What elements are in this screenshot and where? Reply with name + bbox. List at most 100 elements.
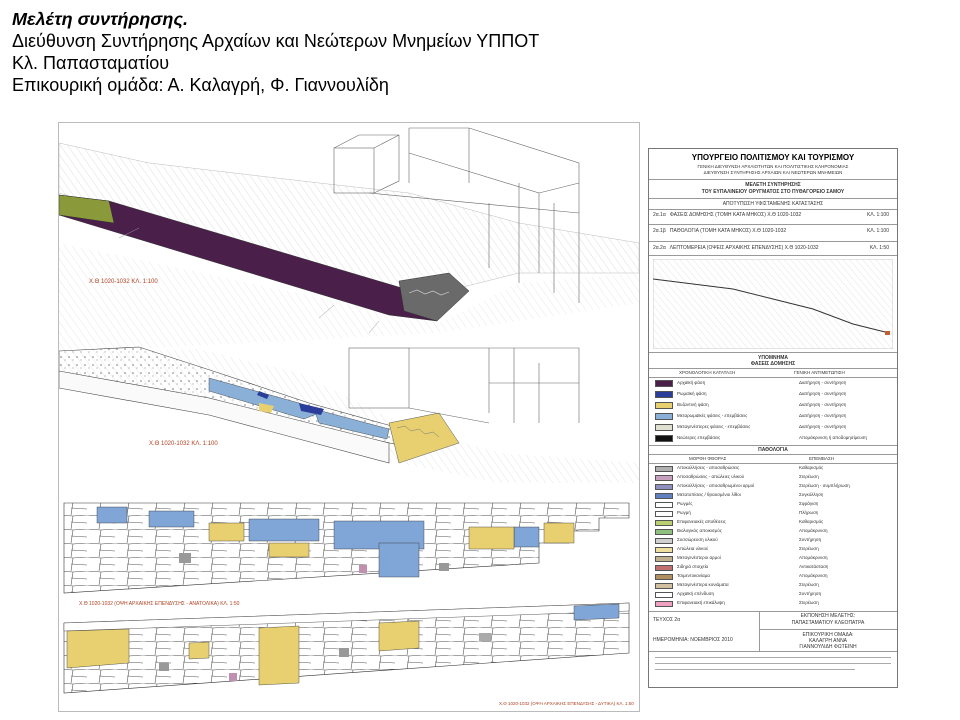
legend-title: ΥΠΟΜΝΗΜΑ bbox=[758, 355, 788, 361]
damage-intervention: Σφράγιση bbox=[799, 501, 819, 506]
sheet-row-1: 2α.1α ΦΑΣΕΙΣ ΔΟΜΗΣΗΣ (ΤΟΜΗ ΚΑΤΑ ΜΗΚΟΣ) Χ… bbox=[653, 212, 889, 218]
slide-subtitle-directorate: Διεύθυνση Συντήρησης Αρχαίων και Νεώτερω… bbox=[12, 31, 540, 51]
phase-label: Μεταγενέστερες φάσεις - επεμβάσεις bbox=[677, 424, 751, 429]
damage-swatch bbox=[655, 547, 673, 553]
damage-intervention: Στερέωση - συμπλήρωση bbox=[799, 483, 850, 488]
damage-label: Αποκολλήσεις - αποσαθρωμένοι αρμοί bbox=[677, 483, 755, 488]
damage-intervention: Συγκόλληση bbox=[799, 492, 824, 497]
damage-swatch bbox=[655, 538, 673, 544]
slide-subtitle-team: Επικουρική ομάδα: Α. Καλαγρή, Φ. Γιαννου… bbox=[12, 75, 389, 95]
damage-swatch bbox=[655, 592, 673, 598]
key-plan bbox=[653, 259, 893, 349]
label-east-elevation: Χ.Θ 1020-1032 (ΟΨΗ ΑΡΧΑΙΚΗΣ ΕΠΕΝΔΥΣΗΣ - … bbox=[79, 601, 240, 607]
phase-label: Νεώτερες επεμβάσεις bbox=[677, 435, 721, 440]
damage-intervention: Απομάκρυνση bbox=[799, 573, 828, 578]
sheet-row-2: 2α.1β ΠΑΘΟΛΟΓΙΑ (ΤΟΜΗ ΚΑΤΑ ΜΗΚΟΣ) Χ.Θ 10… bbox=[653, 228, 889, 234]
damage-swatch bbox=[655, 583, 673, 589]
damage-swatch bbox=[655, 574, 673, 580]
damage-intervention: Απομάκρυνση bbox=[799, 528, 828, 533]
damage-label: Ρωγμές bbox=[677, 501, 693, 506]
damage-label: Απώλεια υλικού bbox=[677, 546, 709, 551]
damage-label: Αποκολλήσεις - αποσαθρώσεις bbox=[677, 465, 740, 470]
damage-label: Ρωγμή bbox=[677, 510, 691, 515]
slide-title: Μελέτη συντήρησης. bbox=[12, 9, 188, 29]
damage-intervention: Καθαρισμός bbox=[799, 465, 824, 470]
phase-action: Απομάκρυνση ή αποδομησίμευση bbox=[799, 435, 867, 440]
drawing-sheet: Χ.Θ 1020-1032 ΚΛ. 1:100 Χ.Θ 1020-1032 Κ bbox=[58, 122, 640, 712]
damage-intervention: Συντήρηση bbox=[799, 537, 822, 542]
pathology-title: ΠΑΘΟΛΟΓΙΑ bbox=[758, 447, 788, 453]
damage-label: Μεταγενέστερα κονιάματα bbox=[677, 582, 729, 587]
damage-swatch bbox=[655, 565, 673, 571]
damage-label: Αρχαϊκή επένδυση bbox=[677, 591, 715, 596]
damage-intervention: Απομάκρυνση bbox=[799, 555, 828, 560]
col-chrono: ΧΡΟΝΟΛΟΓΙΚΗ ΚΑΤΑΤΑΞΗ bbox=[679, 370, 736, 375]
phases-title: ΦΑΣΕΙΣ ΔΟΜΗΣΗΣ bbox=[750, 361, 796, 367]
col-damage: ΜΟΡΦΗ ΦΘΟΡΑΣ bbox=[689, 456, 727, 461]
damage-label: Επιφανειακές αποθέσεις bbox=[677, 519, 726, 524]
section-phases-drawing: Χ.Θ 1020-1032 ΚΛ. 1:100 bbox=[58, 127, 640, 353]
damage-intervention: Στερέωση bbox=[799, 546, 819, 551]
damage-intervention: Καθαρισμός bbox=[799, 519, 824, 524]
phase-label: Βυζαντινή φάση bbox=[677, 402, 709, 407]
damage-intervention: Στερέωση bbox=[799, 582, 819, 587]
damage-swatch bbox=[655, 484, 673, 490]
elevation-east-drawing: Χ.Θ 1020-1032 (ΟΨΗ ΑΡΧΑΙΚΗΣ ΕΠΕΝΔΥΣΗΣ - … bbox=[63, 502, 630, 607]
label-phases-scale: Χ.Θ 1020-1032 ΚΛ. 1:100 bbox=[89, 279, 158, 285]
damage-label: Τσιμεντοκονίαμα bbox=[677, 573, 710, 578]
team-box: ΕΠΙΚΟΥΡΙΚΗ ΟΜΑΔΑ: ΚΑΛΑΓΡΗ ΑΝΝΑ ΓΙΑΝΝΟΥΛΙ… bbox=[799, 632, 857, 650]
phase-swatch bbox=[655, 391, 673, 398]
damage-swatch bbox=[655, 601, 673, 607]
phase-action: Διατήρηση - συντήρηση bbox=[799, 380, 847, 385]
panel-survey: ΑΠΟΤΥΠΩΣΗ ΥΦΙΣΤΑΜΕΝΗΣ ΚΑΤΑΣΤΑΣΗΣ bbox=[722, 201, 824, 207]
label-pathology-scale: Χ.Θ 1020-1032 ΚΛ. 1:100 bbox=[149, 441, 218, 447]
damage-label: Αποσαθρώσεις - απώλειες υλικού bbox=[677, 474, 745, 479]
phase-swatch bbox=[655, 424, 673, 431]
phase-swatch bbox=[655, 380, 673, 387]
panel-study-1: ΜΕΛΕΤΗ ΣΥΝΤΗΡΗΣΗΣ bbox=[745, 182, 801, 188]
phase-action: Διατήρηση - συντήρηση bbox=[799, 424, 847, 429]
panel-dept-2: ΔΙΕΥΘΥΝΣΗ ΣΥΝΤΗΡΗΣΗΣ ΑΡΧΑΙΩΝ ΚΑΙ ΝΕΩΤΕΡΩ… bbox=[703, 170, 843, 175]
damage-swatch bbox=[655, 475, 673, 481]
damage-swatch bbox=[655, 466, 673, 472]
damage-swatch bbox=[655, 511, 673, 517]
damage-label: Μετατοπίσεις / θραυσμένοι λίθοι bbox=[677, 492, 741, 497]
study-by-box: ΕΚΠΟΝΗΣΗ ΜΕΛΕΤΗΣ: ΠΑΠΑΣΤΑΜΑΤΙΟΥ ΚΛΕΟΠΑΤΡ… bbox=[759, 611, 897, 630]
phase-action: Διατήρηση - συντήρηση bbox=[799, 391, 847, 396]
sheet-row-3: 2α.2α ΛΕΠΤΟΜΕΡΕΙΑ (ΟΨΕΙΣ ΑΡΧΑΙΚΗΣ ΕΠΕΝΔΥ… bbox=[653, 245, 889, 251]
phase-label: Ρωμαϊκή φάση bbox=[677, 391, 707, 396]
date-label: ΗΜΕΡΟΜΗΝΙΑ: ΝΟΕΜΒΡΙΟΣ 2010 bbox=[653, 637, 733, 643]
col-intervention: ΕΠΕΜΒΑΣΗ bbox=[809, 456, 835, 461]
damage-label: Βιολογικός αποικισμός bbox=[677, 528, 722, 533]
section-pathology-drawing: Χ.Θ 1020-1032 ΚΛ. 1:100 bbox=[58, 346, 639, 483]
phase-swatch bbox=[655, 402, 673, 409]
issue-box: ΤΕΥΧΟΣ 2α ΗΜΕΡΟΜΗΝΙΑ: ΝΟΕΜΒΡΙΟΣ 2010 bbox=[649, 611, 760, 651]
damage-intervention: Συντήρηση bbox=[799, 591, 822, 596]
phase-action: Διατήρηση - συντήρηση bbox=[799, 413, 847, 418]
slide-subtitle-author: Κλ. Παπασταματίου bbox=[12, 53, 170, 73]
damage-swatch bbox=[655, 520, 673, 526]
phase-label: Μεταρωμαϊκές φάσεις - επεμβάσεις bbox=[677, 413, 748, 418]
damage-intervention: Στερέωση bbox=[799, 600, 819, 605]
title-block-panel: ΥΠΟΥΡΓΕΙΟ ΠΟΛΙΤΙΣΜΟΥ ΚΑΙ ΤΟΥΡΙΣΜΟΥ ΓΕΝΙΚ… bbox=[648, 148, 898, 688]
damage-intervention: Στερέωση bbox=[799, 474, 819, 479]
phase-swatch bbox=[655, 435, 673, 442]
elevation-west-drawing: Χ.Θ 1020-1032 (ΟΨΗ ΑΡΧΑΙΚΗΣ ΕΠΕΝΔΥΣΗΣ - … bbox=[63, 602, 634, 706]
panel-study-2: ΤΟΥ ΕΥΠΑΛΙΝΕΙΟΥ ΟΡΥΓΜΑΤΟΣ ΣΤΟ ΠΥΘΑΓΟΡΕΙΟ… bbox=[701, 189, 845, 195]
damage-swatch bbox=[655, 493, 673, 499]
phase-label: Αρχαϊκή φάση bbox=[677, 380, 706, 385]
slide-header: Μελέτη συντήρησης. Διεύθυνση Συντήρησης … bbox=[12, 8, 539, 96]
damage-label: Επιφανειακή επικάλυψη bbox=[677, 600, 725, 605]
damage-swatch bbox=[655, 529, 673, 535]
damage-intervention: Αντικατάσταση bbox=[799, 564, 829, 569]
col-general: ΓΕΝΙΚΗ ΑΝΤΙΜΕΤΩΠΙΣΗ bbox=[794, 370, 845, 375]
damage-label: Μεταγενέστεροι αρμοί bbox=[677, 555, 721, 560]
damage-swatch bbox=[655, 502, 673, 508]
phase-action: Διατήρηση - συντήρηση bbox=[799, 402, 847, 407]
drawing-svg: Χ.Θ 1020-1032 ΚΛ. 1:100 Χ.Θ 1020-1032 Κ bbox=[58, 127, 640, 706]
damage-label: Συσσώρευση υλικού bbox=[677, 537, 718, 542]
phase-swatch bbox=[655, 413, 673, 420]
damage-label: Σιδηρά στοιχεία bbox=[677, 564, 709, 569]
issue-label: ΤΕΥΧΟΣ 2α bbox=[653, 617, 681, 623]
damage-swatch bbox=[655, 556, 673, 562]
